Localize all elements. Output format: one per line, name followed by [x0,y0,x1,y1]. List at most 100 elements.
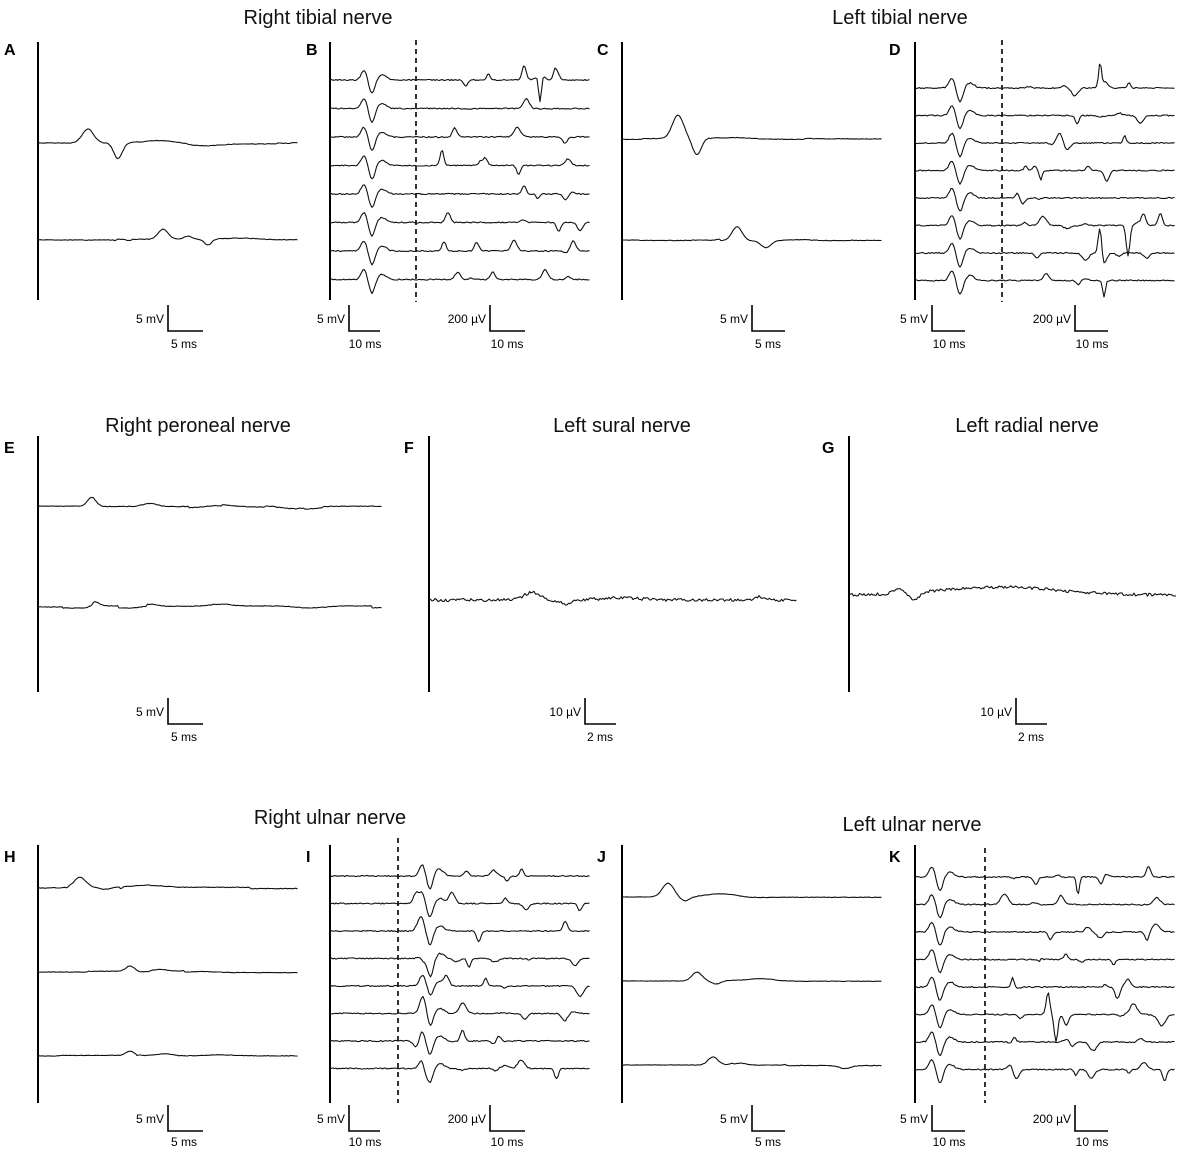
panel-label-j: J [597,849,606,866]
scalebar-k-right [1074,1105,1108,1132]
panel-b-trace [329,184,590,208]
scalebar-i-left-amplitude: 5 mV [317,1112,345,1126]
scalebar-b-right-amplitude: 200 µV [448,312,486,326]
panel-i-trace [329,864,590,890]
scalebar-h-time: 5 ms [171,1135,197,1149]
scalebar-k-left [931,1105,965,1132]
panel-i-trace [329,952,590,978]
scalebar-j-time: 5 ms [755,1135,781,1149]
panel-b-trace [329,239,590,266]
panel-i-trace [329,891,590,917]
panel-b-trace [329,126,590,151]
title-left-ulnar: Left ulnar nerve [843,814,982,836]
panel-k-trace [915,992,1175,1043]
panel-d-trace [914,160,1175,185]
panel-i-trace [329,1059,590,1083]
panel-i-trace [329,916,590,946]
panel-k-trace [914,866,1175,894]
scalebar-d-left-time: 10 ms [933,337,966,351]
panel-d-trace [914,105,1175,130]
panel-d-trace [914,132,1175,158]
panel-c-trace [621,114,882,156]
scalebar-f [584,698,616,725]
scalebar-f-amplitude: 10 µV [549,705,581,719]
scalebar-k-left-time: 10 ms [933,1135,966,1149]
scalebar-i-left [348,1105,380,1132]
panel-d-trace [914,213,1175,257]
scalebar-b-right-time: 10 ms [491,337,524,351]
panel-b-trace [329,268,590,295]
panel-e-trace [38,601,382,609]
scalebar-e-time: 5 ms [171,730,197,744]
scalebar-g-amplitude: 10 µV [980,705,1012,719]
scalebar-j [751,1105,785,1132]
scalebar-i-right-amplitude: 200 µV [448,1112,486,1126]
panel-d-trace [914,187,1175,212]
scalebar-i-left-time: 10 ms [349,1135,382,1149]
panel-i-trace [329,1029,590,1055]
panel-b-trace [329,212,590,237]
scalebar-d-right-time: 10 ms [1076,337,1109,351]
panel-i-trace [329,974,590,998]
scalebar-f-time: 2 ms [587,730,613,744]
panel-d-trace [914,228,1175,268]
panel-label-c: C [597,42,609,59]
panel-h-trace [37,965,298,974]
panel-k-trace [914,1059,1175,1084]
scalebar-b-right [489,305,525,332]
panel-label-e: E [4,440,15,457]
panel-label-i: I [306,849,310,866]
title-left-radial: Left radial nerve [955,415,1098,437]
scalebar-c-time: 5 ms [755,337,781,351]
panel-f-trace [428,590,797,606]
scalebar-b-left-time: 10 ms [349,337,382,351]
panel-h-trace [37,876,298,890]
panel-b-trace [330,97,590,124]
scalebar-i-right-time: 10 ms [491,1135,524,1149]
scalebar-k-right-time: 10 ms [1076,1135,1109,1149]
panel-b-trace [329,150,590,180]
scalebar-b-left-amplitude: 5 mV [317,312,345,326]
panel-label-b: B [306,42,318,59]
panel-k-trace [914,1031,1175,1057]
panel-label-h: H [4,849,16,866]
scalebar-g [1015,698,1047,725]
scalebar-e [167,698,203,725]
scalebar-d-right [1074,305,1108,332]
panel-e-trace [37,496,382,510]
scalebar-c-amplitude: 5 mV [720,312,748,326]
scalebar-g-time: 2 ms [1018,730,1044,744]
scalebar-k-right-amplitude: 200 µV [1033,1112,1071,1126]
panel-j-trace [621,882,882,902]
scalebar-i-right [489,1105,525,1132]
title-right-tibial: Right tibial nerve [244,7,393,29]
scalebar-d-left-amplitude: 5 mV [900,312,928,326]
scalebar-h [167,1105,203,1132]
scalebar-d-right-amplitude: 200 µV [1033,312,1071,326]
panel-a-trace [37,228,298,246]
panel-label-g: G [822,440,834,457]
scalebar-j-amplitude: 5 mV [720,1112,748,1126]
panel-h-trace [37,1050,298,1057]
panel-a-trace [37,128,298,160]
scalebar-e-amplitude: 5 mV [136,705,164,719]
panel-g-trace [848,585,1177,601]
panel-j-trace [621,971,882,985]
title-right-ulnar: Right ulnar nerve [254,807,406,829]
panel-d-trace [914,63,1175,103]
waveform-traces [37,63,1177,1084]
panel-label-k: K [889,849,901,866]
panel-d-trace [914,270,1175,298]
panel-k-trace [914,976,1175,1001]
panel-label-f: F [404,440,414,457]
panel-k-trace [914,949,1175,974]
scalebar-h-amplitude: 5 mV [136,1112,164,1126]
scalebar-c [751,305,785,332]
panel-b-trace [329,65,590,103]
title-left-tibial: Left tibial nerve [832,7,968,29]
scalebar-b-left [348,305,380,332]
scalebar-a-amplitude: 5 mV [136,312,164,326]
scalebar-d-left [931,305,965,332]
panel-label-a: A [4,42,16,59]
